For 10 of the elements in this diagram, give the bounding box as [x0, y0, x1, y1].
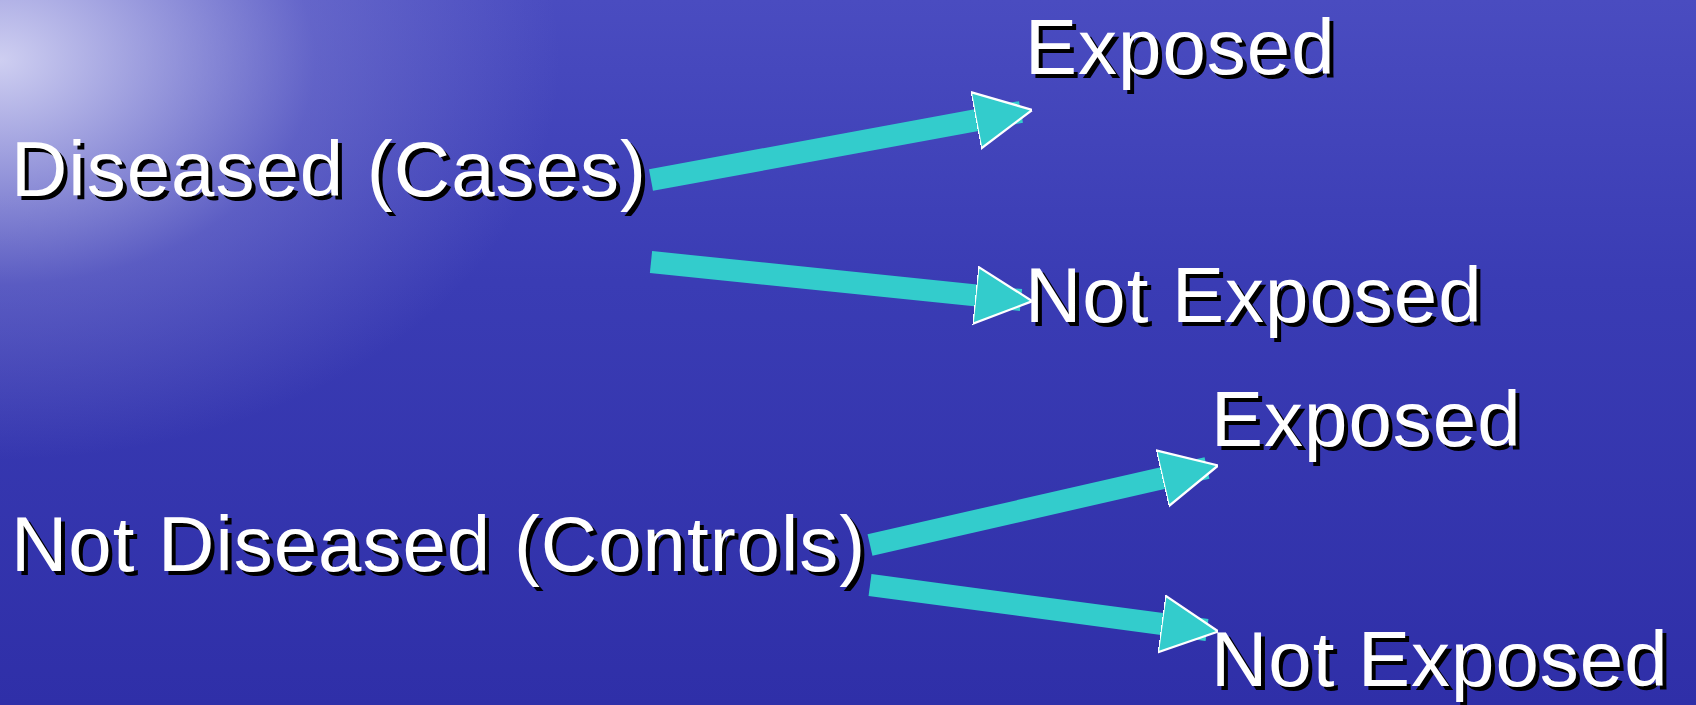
block-arrow [649, 251, 1034, 325]
node-label: Not Exposed [1025, 254, 1483, 336]
node-label: Exposed [1211, 378, 1522, 460]
block-arrow [868, 574, 1220, 654]
node-label: Not Diseased (Controls) [11, 503, 867, 585]
block-arrow [649, 91, 1034, 191]
node-label: Diseased (Cases) [11, 128, 647, 210]
node-label: Not Exposed [1211, 618, 1669, 700]
block-arrow [867, 449, 1220, 556]
node-label: Exposed [1025, 6, 1336, 88]
